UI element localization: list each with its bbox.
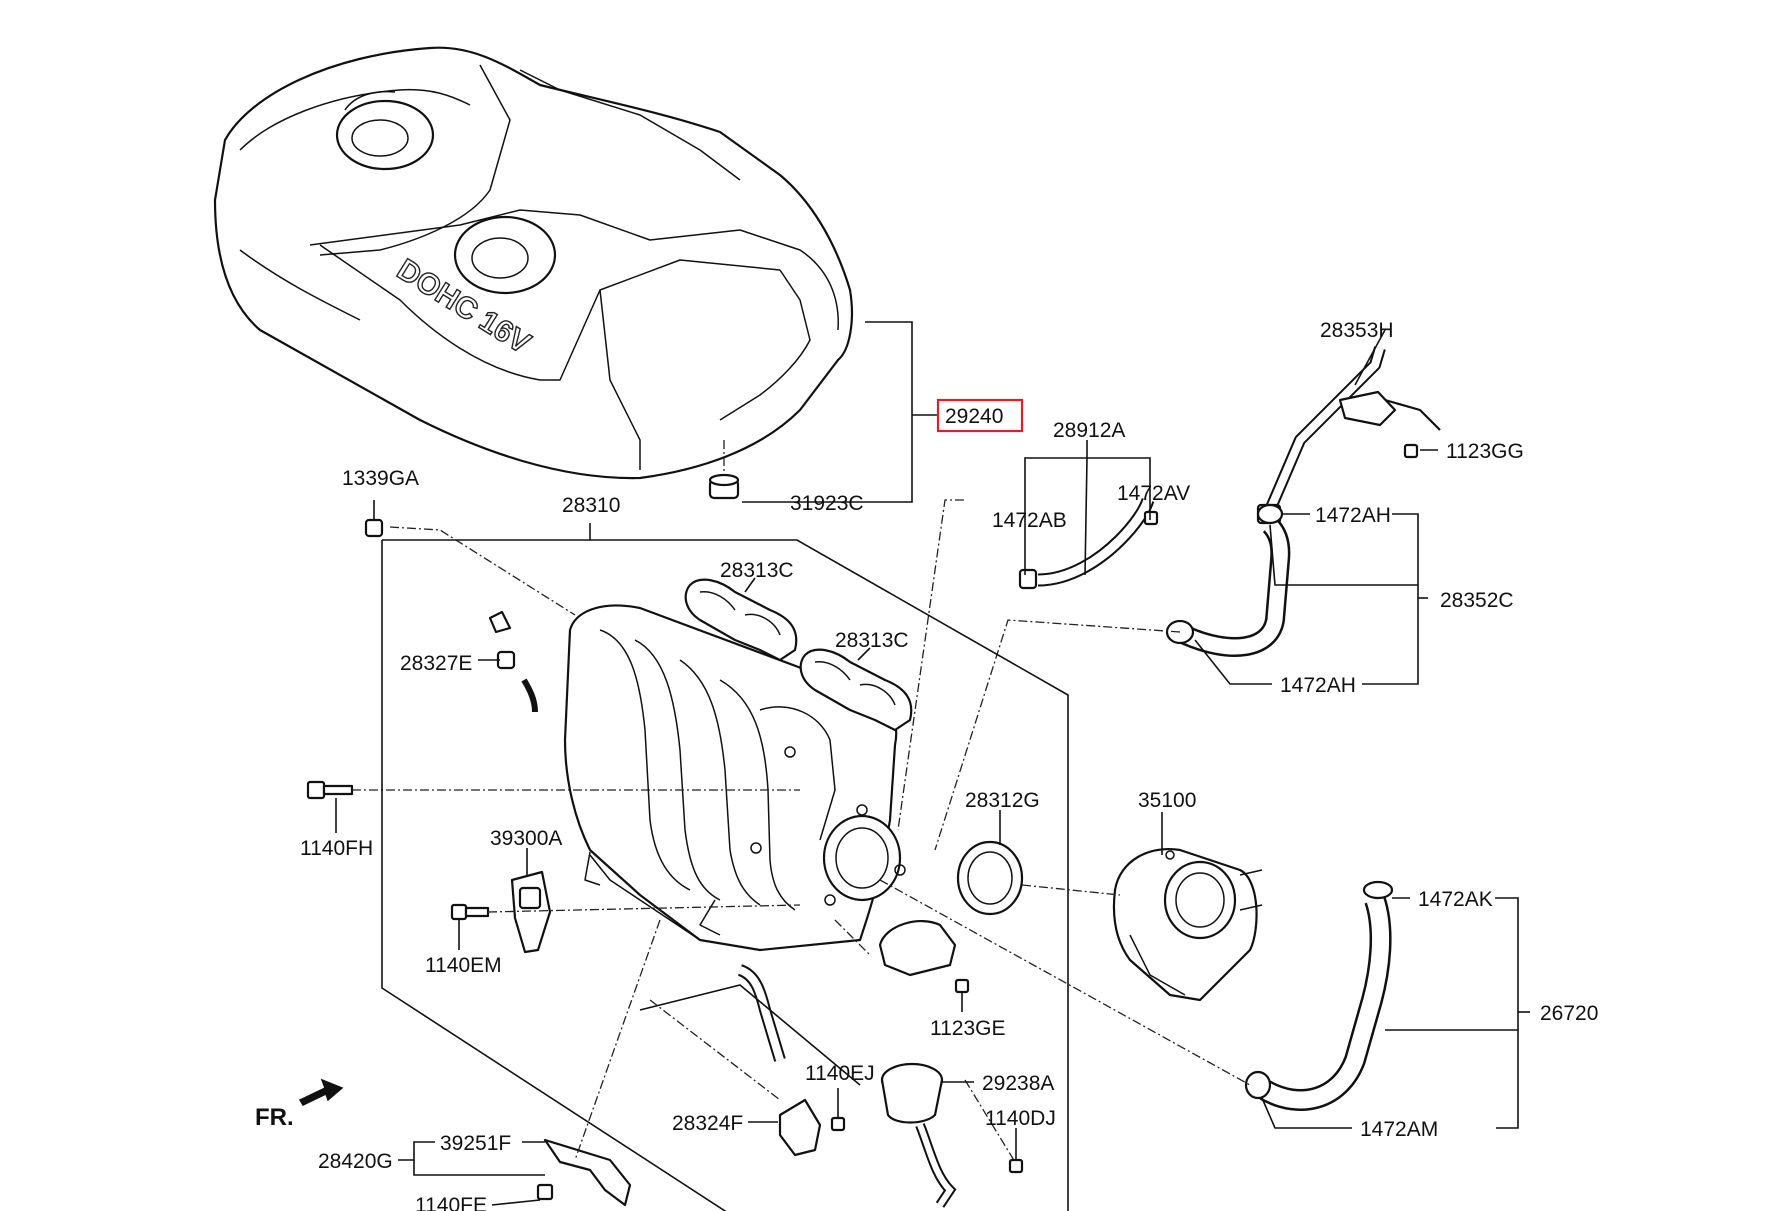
highlight-box [936, 398, 1024, 433]
label-1472ah-a: 1472AH [1315, 504, 1391, 527]
label-28912a: 28912A [1053, 419, 1125, 442]
label-29240: 29240 [945, 405, 1003, 428]
label-28313c-b: 28313C [835, 629, 909, 652]
label-39300a: 39300A [490, 827, 562, 850]
label-1472ak: 1472AK [1418, 888, 1493, 911]
label-28324f: 28324F [672, 1112, 743, 1135]
throttle-gasket [956, 840, 1024, 916]
label-28353h: 28353H [1320, 319, 1394, 342]
bracket-part [536, 1138, 632, 1207]
label-26720: 26720 [1540, 1002, 1598, 1025]
label-1339ga: 1339GA [342, 467, 419, 490]
bolt-1140fh [306, 780, 354, 800]
label-1472ah-b: 1472AH [1280, 674, 1356, 697]
label-1140dj: 1140DJ [985, 1107, 1056, 1130]
label-1140ej: 1140EJ [805, 1062, 875, 1085]
label-28312g: 28312G [965, 789, 1040, 812]
solenoid-28324f [778, 1098, 846, 1157]
pcv-valve-part [488, 610, 538, 713]
label-1140em: 1140EM [425, 954, 502, 977]
canister-29238a [880, 1062, 1024, 1208]
intake-manifold [563, 604, 906, 952]
label-1123gg: 1123GG [1446, 440, 1524, 463]
map-sensor [510, 870, 552, 954]
label-1472av: 1472AV [1117, 482, 1190, 505]
label-28420g: 28420G [318, 1150, 393, 1173]
label-39251f: 39251F [440, 1132, 511, 1155]
engine-cover: DOHC 16V [213, 46, 853, 480]
dashed-leaders [352, 499, 1251, 1163]
label-28313c-a: 28313C [720, 559, 794, 582]
label-28327e: 28327E [400, 652, 472, 675]
nut-1339ga [364, 518, 384, 538]
label-35100: 35100 [1138, 789, 1196, 812]
label-1472ab: 1472AB [992, 509, 1067, 532]
manifold-gaskets [684, 578, 913, 732]
label-1123ge: 1123GE [930, 1017, 1006, 1040]
actuator-part [878, 920, 970, 994]
label-leaders [335, 321, 1530, 1206]
vacuum-hose-part [737, 964, 786, 1062]
breather-pipe-28353h [1256, 346, 1441, 525]
hose-26720 [1244, 880, 1394, 1111]
front-marker: FR. [255, 1104, 294, 1131]
callout-labels: 29240 31923C 1339GA 28310 28313C 28313C … [255, 319, 1598, 1211]
label-1472am: 1472AM [1360, 1118, 1438, 1141]
hose-28912a [1018, 497, 1159, 590]
grommet-part [708, 440, 740, 500]
label-1140fe: 1140FE [415, 1194, 487, 1211]
throttle-body [1112, 847, 1263, 1002]
label-28352c: 28352C [1440, 589, 1514, 612]
front-arrow-icon [298, 1078, 344, 1106]
label-28310: 28310 [562, 494, 620, 517]
hose-28352c [1165, 503, 1291, 657]
bolt-1140em [450, 903, 490, 921]
label-31923c: 31923C [790, 492, 864, 515]
label-29238a: 29238A [982, 1072, 1054, 1095]
label-1140fh: 1140FH [300, 837, 373, 860]
